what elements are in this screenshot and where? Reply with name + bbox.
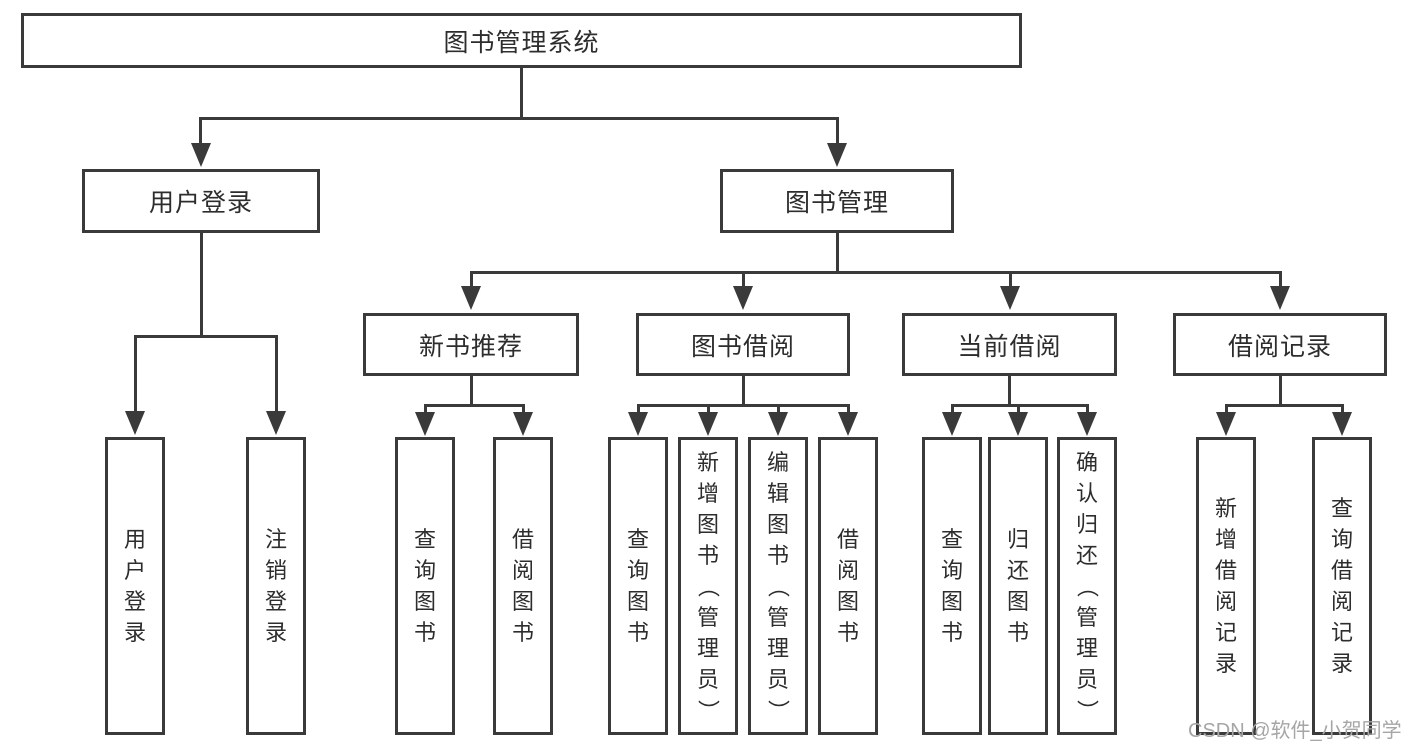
arrow-down-icon	[733, 286, 753, 310]
leaf-query-books-borrow: 查询图书	[608, 437, 668, 735]
connector-line	[1017, 404, 1020, 414]
connector-line	[847, 404, 850, 414]
connector-line	[836, 117, 839, 145]
connector-line	[275, 335, 278, 413]
arrow-down-icon	[1000, 286, 1020, 310]
arrow-down-icon	[415, 412, 435, 436]
csdn-watermark: CSDN @软件_小贺同学	[1188, 720, 1402, 742]
connector-line	[777, 404, 780, 414]
arrow-down-icon	[1332, 412, 1352, 436]
leaf-add-borrow-record: 新增借阅记录	[1196, 437, 1256, 735]
arrow-down-icon	[266, 411, 286, 435]
connector-line	[637, 404, 640, 414]
leaf-borrow-books-recommend: 借阅图书	[493, 437, 553, 735]
connector-line	[1279, 376, 1282, 406]
leaf-edit-book-admin: 编辑图书（管理员）	[748, 437, 808, 735]
connector-line	[951, 404, 954, 414]
arrow-down-icon	[698, 412, 718, 436]
connector-line	[424, 404, 427, 414]
connector-line	[1225, 404, 1344, 407]
node-current-borrow: 当前借阅	[902, 313, 1117, 376]
leaf-add-book-admin: 新增图书（管理员）	[678, 437, 738, 735]
connector-line	[1008, 376, 1011, 406]
arrow-down-icon	[827, 143, 847, 167]
connector-line	[134, 335, 278, 338]
arrow-down-icon	[125, 411, 145, 435]
connector-line	[199, 117, 202, 145]
arrow-down-icon	[1270, 286, 1290, 310]
node-book-borrow: 图书借阅	[636, 313, 850, 376]
connector-line	[200, 117, 839, 120]
leaf-query-borrow-record: 查询借阅记录	[1312, 437, 1372, 735]
connector-line	[742, 271, 745, 288]
arrow-down-icon	[461, 286, 481, 310]
connector-line	[470, 271, 473, 288]
leaf-confirm-return-admin: 确认归还（管理员）	[1057, 437, 1117, 735]
leaf-query-books-current: 查询图书	[922, 437, 982, 735]
node-library-system: 图书管理系统	[21, 13, 1022, 68]
node-borrow-records: 借阅记录	[1173, 313, 1387, 376]
connector-line	[1225, 404, 1228, 414]
connector-line	[1341, 404, 1344, 414]
leaf-borrow-books: 借阅图书	[818, 437, 878, 735]
connector-line	[742, 376, 745, 406]
connector-line	[470, 271, 1282, 274]
connector-line	[637, 404, 850, 407]
arrow-down-icon	[513, 412, 533, 436]
connector-line	[951, 404, 1089, 407]
leaf-logout: 注销登录	[246, 437, 306, 735]
connector-line	[200, 233, 203, 337]
connector-line	[520, 68, 523, 120]
node-book-management: 图书管理	[720, 169, 954, 233]
connector-line	[470, 376, 473, 406]
arrow-down-icon	[1216, 412, 1236, 436]
arrow-down-icon	[1008, 412, 1028, 436]
arrow-down-icon	[628, 412, 648, 436]
connector-line	[1009, 271, 1012, 288]
node-new-book-recommend: 新书推荐	[363, 313, 579, 376]
arrow-down-icon	[942, 412, 962, 436]
node-user-login: 用户登录	[82, 169, 320, 233]
connector-line	[522, 404, 525, 414]
arrow-down-icon	[838, 412, 858, 436]
leaf-query-books-recommend: 查询图书	[395, 437, 455, 735]
connector-line	[1086, 404, 1089, 414]
arrow-down-icon	[1077, 412, 1097, 436]
leaf-return-books: 归还图书	[988, 437, 1048, 735]
leaf-user-login: 用户登录	[105, 437, 165, 735]
connector-line	[836, 233, 839, 273]
arrow-down-icon	[191, 143, 211, 167]
connector-line	[707, 404, 710, 414]
connector-line	[134, 335, 137, 413]
connector-line	[1279, 271, 1282, 288]
connector-line	[424, 404, 525, 407]
arrow-down-icon	[768, 412, 788, 436]
